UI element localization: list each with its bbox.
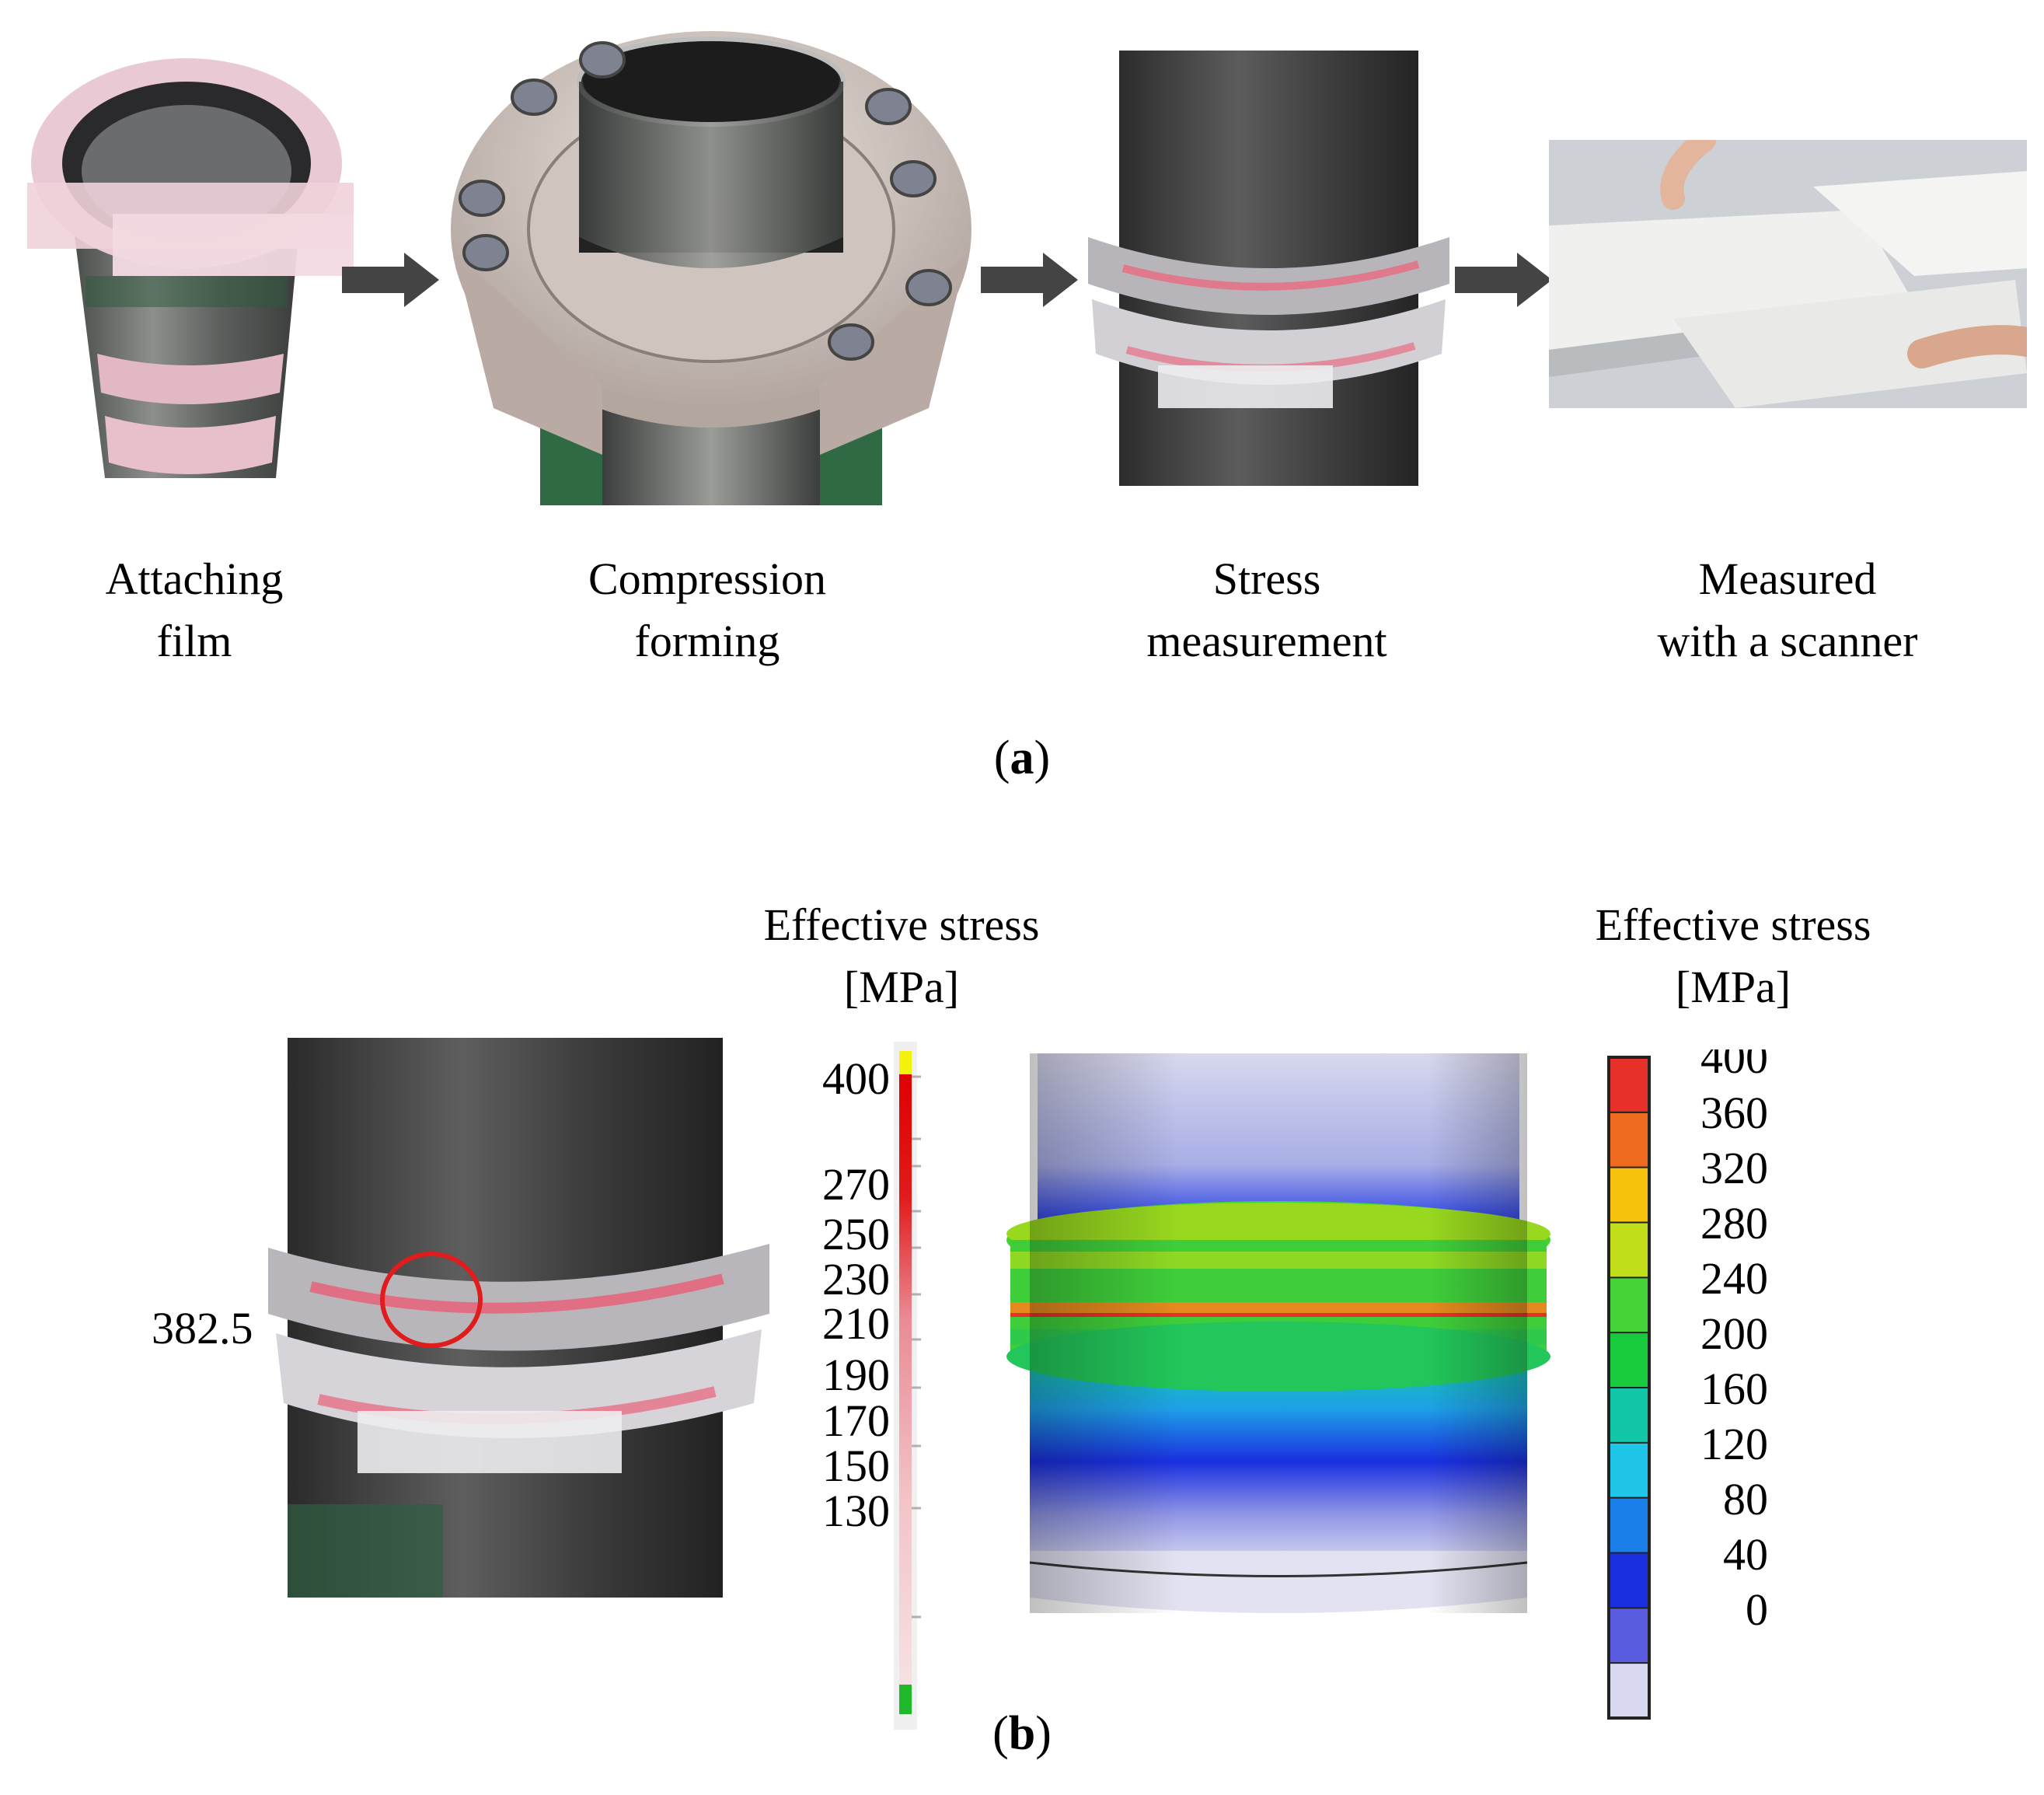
caption-line: forming <box>634 616 780 666</box>
fem-scale-band <box>1609 1388 1649 1444</box>
scale-title-line: [MPa] <box>1675 962 1791 1012</box>
film-tick-label: 270 <box>822 1159 890 1210</box>
fem-scale-band <box>1609 1608 1649 1664</box>
fem-scale-band <box>1609 1112 1649 1168</box>
paren: ) <box>1034 732 1051 784</box>
stress-measurement-photo <box>1088 51 1449 486</box>
fem-scale-title: Effective stress [MPa] <box>1554 894 1912 1018</box>
paren: ) <box>1035 1707 1052 1760</box>
film-tick-label: 230 <box>822 1254 890 1304</box>
fem-tick-label: 400 <box>1700 1049 1768 1083</box>
compression-forming-photo <box>451 31 971 505</box>
panel-a: Attaching film Compression forming Stres… <box>0 0 2044 816</box>
fem-scale-band <box>1609 1497 1649 1553</box>
paren: ( <box>992 1707 1009 1760</box>
arrow-icon <box>1455 253 1552 311</box>
caption-line: film <box>156 616 232 666</box>
caption-line: Stress <box>1212 554 1321 604</box>
fem-tick-label: 160 <box>1700 1364 1768 1414</box>
film-tick-label: 190 <box>822 1350 890 1400</box>
panel-b: 382.5 Effective stress [MPa] <box>0 855 2044 1795</box>
arrow-icon <box>981 253 1078 311</box>
fem-tick-label: 280 <box>1700 1198 1768 1248</box>
fem-scale-band <box>1609 1222 1649 1278</box>
scale-title-line: Effective stress <box>763 899 1040 950</box>
film-tick-label: 150 <box>822 1441 890 1491</box>
caption-line: Compression <box>588 554 827 604</box>
fem-tick-label: 40 <box>1723 1529 1768 1580</box>
film-tick-label: 400 <box>822 1053 890 1104</box>
fem-tick-label: 360 <box>1700 1088 1768 1138</box>
fem-tick-label: 240 <box>1700 1253 1768 1304</box>
measured-value-label: 382.5 <box>152 1303 253 1353</box>
fem-scale-band <box>1609 1167 1649 1223</box>
panel-letter: b <box>1008 1707 1036 1760</box>
film-tick-label: 210 <box>822 1298 890 1349</box>
fem-scale-band <box>1609 1332 1649 1388</box>
step-caption-scanner: Measured with a scanner <box>1601 548 1974 672</box>
fem-tick-label: 200 <box>1700 1308 1768 1359</box>
fem-scale-band <box>1609 1277 1649 1333</box>
fem-tick-label: 320 <box>1700 1143 1768 1193</box>
highlight-circle <box>380 1252 483 1348</box>
fem-tick-label: 0 <box>1746 1584 1768 1635</box>
paren: ( <box>993 732 1010 784</box>
film-color-scale: 400 270 250 230 210 190 170 150 130 <box>822 1042 921 1730</box>
fem-scale-bands <box>1609 1057 1649 1719</box>
fem-tick-label: 80 <box>1723 1474 1768 1524</box>
scanner-photo <box>1549 140 2027 408</box>
scale-title-line: [MPa] <box>843 962 960 1012</box>
fem-stress-simulation <box>1006 1053 1550 1613</box>
attaching-film-photo <box>27 58 354 478</box>
film-tick-label: 170 <box>822 1395 890 1446</box>
step-caption-attaching-film: Attaching film <box>62 548 326 672</box>
caption-line: Measured <box>1698 554 1877 604</box>
caption-line: Attaching <box>105 554 284 604</box>
fem-tick-label: 120 <box>1700 1419 1768 1469</box>
panel-letter: a <box>1010 732 1034 784</box>
scale-title-line: Effective stress <box>1595 899 1871 950</box>
fem-scale-band <box>1609 1663 1649 1719</box>
film-tick-label: 130 <box>822 1486 890 1536</box>
fem-color-scale: 400 360 320 280 240 200 160 120 80 40 0 <box>1607 1049 1768 1720</box>
fem-scale-band <box>1609 1552 1649 1608</box>
fem-scale-band <box>1609 1442 1649 1499</box>
caption-line: measurement <box>1146 616 1387 666</box>
step-caption-stress-measurement: Stress measurement <box>1096 548 1438 672</box>
measured-pipe-photo <box>268 1038 769 1598</box>
film-scale-title: Effective stress [MPa] <box>731 894 1073 1018</box>
panel-b-label: (b) <box>944 1706 1100 1762</box>
fem-scale-band <box>1609 1057 1649 1113</box>
panel-a-label: (a) <box>944 731 1100 786</box>
caption-line: with a scanner <box>1657 616 1918 666</box>
arrow-icon <box>342 253 439 311</box>
step-caption-compression-forming: Compression forming <box>544 548 870 672</box>
film-tick-label: 250 <box>822 1209 890 1259</box>
